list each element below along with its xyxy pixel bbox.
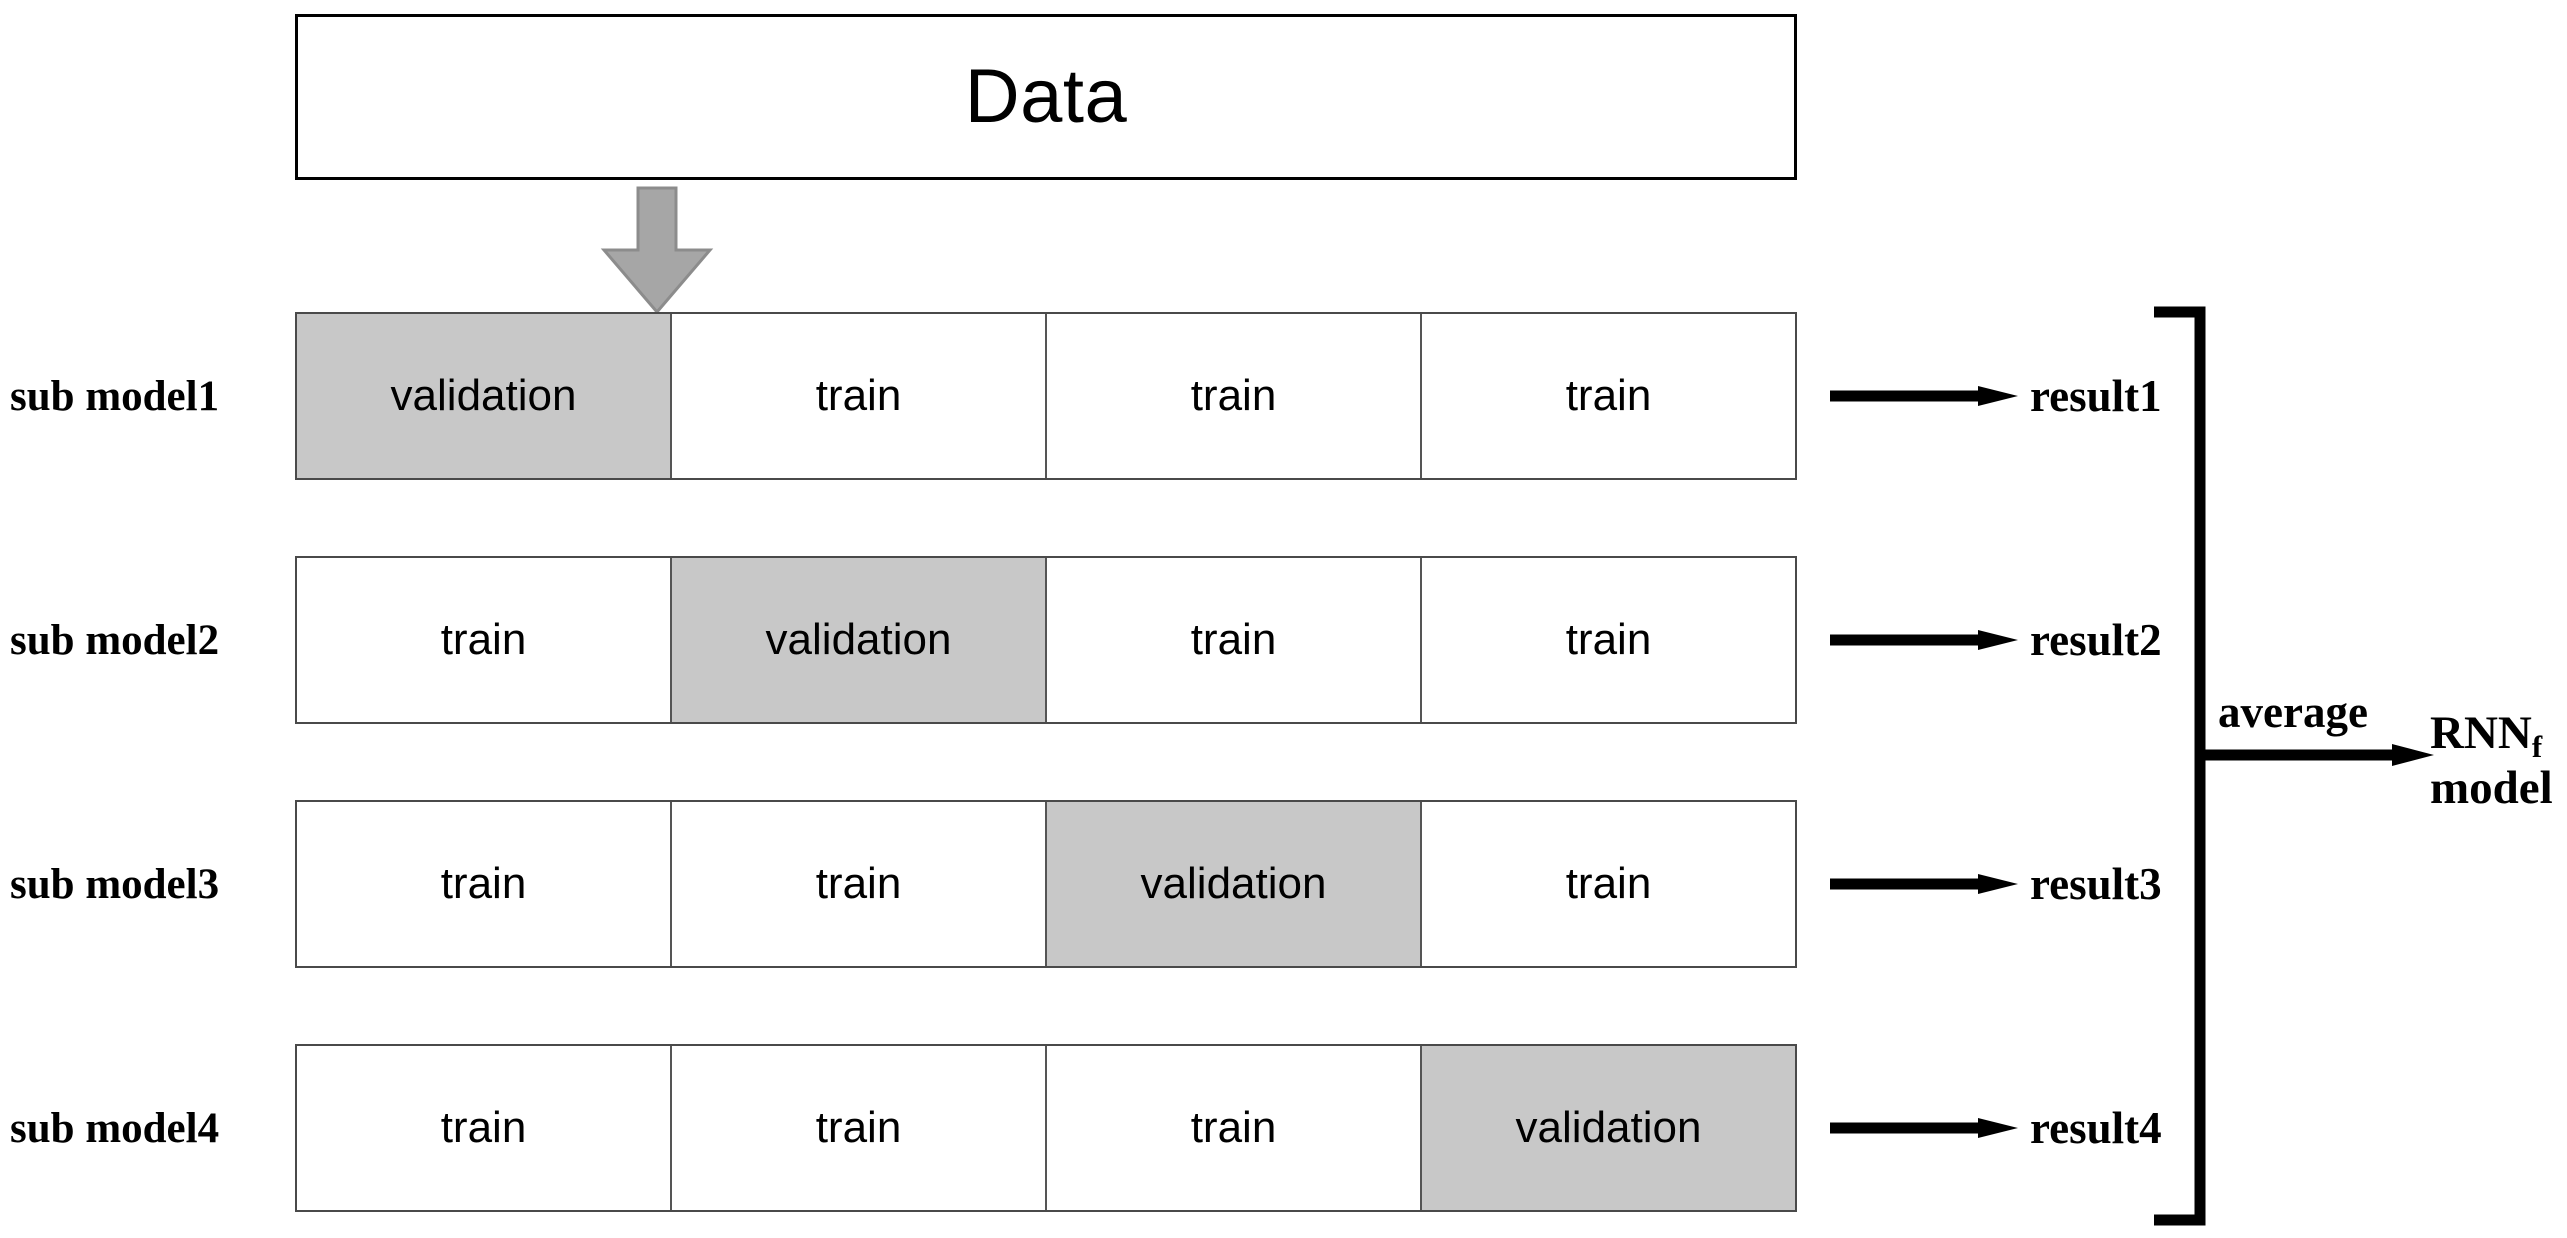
fold-segments: train train train validation: [295, 1044, 1797, 1212]
result-label: result2: [2030, 615, 2162, 665]
fold-cell[interactable]: train: [297, 1046, 672, 1210]
fold-cell[interactable]: train: [1422, 802, 1795, 966]
fold-row: sub model2 train validation train train …: [0, 556, 2567, 724]
fold-cell[interactable]: train: [1047, 558, 1422, 722]
fold-cell[interactable]: train: [1047, 314, 1422, 478]
fold-segments: train train validation train: [295, 800, 1797, 968]
down-arrow-icon: [598, 186, 716, 315]
fold-cell[interactable]: train: [1422, 558, 1795, 722]
data-box-label: Data: [964, 54, 1128, 139]
result-label: result1: [2030, 371, 2162, 421]
final-model-subscript: f: [2531, 729, 2543, 764]
fold-cell[interactable]: train: [297, 802, 672, 966]
result-arrow-icon: [1830, 872, 2020, 896]
fold-row: sub model3 train train validation train …: [0, 800, 2567, 968]
final-model-label: RNNf model: [2430, 706, 2567, 817]
fold-cell[interactable]: train: [297, 558, 672, 722]
result-label: result4: [2030, 1103, 2162, 1153]
fold-cell[interactable]: train: [672, 314, 1047, 478]
result-label: result3: [2030, 859, 2162, 909]
fold-cell[interactable]: validation: [1422, 1046, 1795, 1210]
fold-cell[interactable]: train: [1422, 314, 1795, 478]
fold-cell[interactable]: train: [1047, 1046, 1422, 1210]
result-arrow-icon: [1830, 384, 2020, 408]
data-box: Data: [295, 14, 1797, 180]
grouping-brace-icon: [2150, 306, 2220, 1226]
fold-cell[interactable]: validation: [297, 314, 672, 478]
fold-cell[interactable]: train: [672, 802, 1047, 966]
fold-cell[interactable]: train: [672, 1046, 1047, 1210]
result-arrow-icon: [1830, 1116, 2020, 1140]
result-arrow-icon: [1830, 628, 2020, 652]
fold-row: sub model1 validation train train train …: [0, 312, 2567, 480]
fold-model-label: sub model1: [10, 372, 220, 420]
fold-segments: train validation train train: [295, 556, 1797, 724]
average-label: average: [2218, 687, 2368, 737]
fold-model-label: sub model3: [10, 860, 220, 908]
fold-cell[interactable]: validation: [672, 558, 1047, 722]
final-model-line2: model: [2430, 762, 2553, 815]
average-arrow-icon: [2196, 742, 2436, 768]
fold-cell[interactable]: validation: [1047, 802, 1422, 966]
fold-segments: validation train train train: [295, 312, 1797, 480]
fold-row: sub model4 train train train validation …: [0, 1044, 2567, 1212]
fold-model-label: sub model2: [10, 616, 220, 664]
fold-model-label: sub model4: [10, 1104, 220, 1152]
final-model-name: RNN: [2430, 707, 2532, 759]
